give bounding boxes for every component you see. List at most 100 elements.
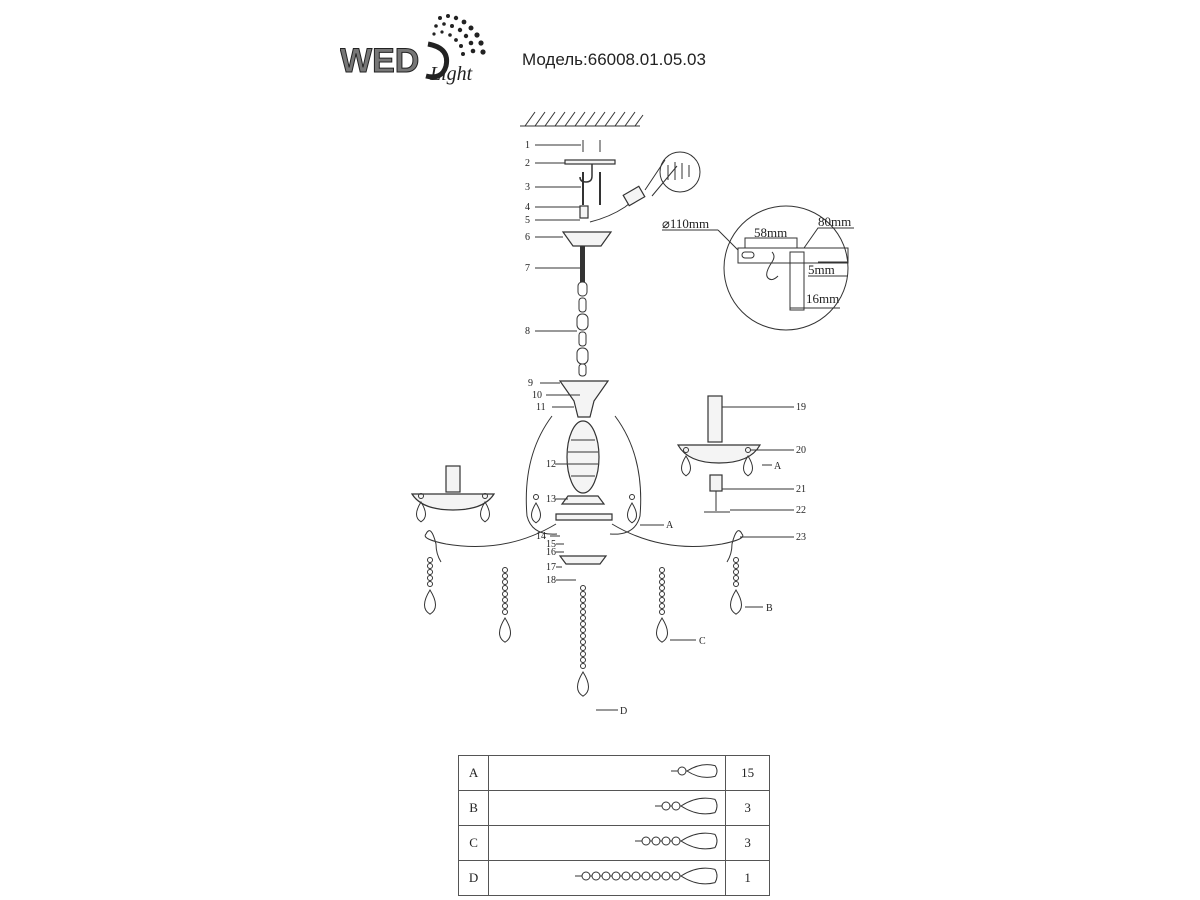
- crystal-bead: [661, 836, 671, 846]
- crystal-bead: [502, 585, 508, 591]
- canopy-and-chain: [561, 231, 613, 377]
- crystal-bead: [671, 801, 681, 811]
- crystal-strand-icon: [655, 797, 718, 815]
- crystal-bead: [733, 569, 739, 575]
- ceiling-hatch: [520, 111, 644, 127]
- crystal-illustration: [488, 790, 727, 826]
- crystal-drop: [416, 501, 426, 523]
- label-17: 17: [546, 562, 556, 573]
- crystal-bead: [580, 603, 586, 609]
- label-13: 13: [546, 494, 556, 505]
- crystal-bead: [580, 633, 586, 639]
- label-crystal-c: C: [699, 636, 706, 647]
- crystal-strand-icon: [671, 764, 718, 778]
- crystal-drop: [680, 832, 718, 850]
- crystal-code: C: [457, 825, 490, 861]
- crystal-bead: [581, 871, 591, 881]
- svg-text:WED: WED: [340, 42, 419, 80]
- crystal-bead: [661, 801, 671, 811]
- label-6: 6: [525, 232, 530, 243]
- crystal-bead: [601, 871, 611, 881]
- label-21: 21: [796, 484, 806, 495]
- crystal-bead: [659, 573, 665, 579]
- chandelier-body: [555, 380, 613, 565]
- crystal-drop: [627, 502, 637, 524]
- crystal-bead: [651, 871, 661, 881]
- crystal-bead: [580, 651, 586, 657]
- crystal-bead: [659, 585, 665, 591]
- crystal-drop: [480, 501, 490, 523]
- crystal-bead: [427, 575, 433, 581]
- crystal-quantity: 3: [725, 790, 770, 826]
- crystal-bead: [683, 447, 689, 453]
- crystal-bead: [580, 615, 586, 621]
- label-3: 3: [525, 182, 530, 193]
- crystal-bead: [418, 493, 424, 499]
- crystal-drop: [577, 671, 589, 697]
- crystal-bead: [580, 639, 586, 645]
- crystal-bead: [427, 557, 433, 563]
- part-labels: 1 2 3 4 5 6 7 8 9 10 11 12 13 14 15 16 1…: [525, 140, 806, 717]
- crystal-bead: [733, 581, 739, 587]
- crystal-bead: [580, 585, 586, 591]
- label-2: 2: [525, 158, 530, 169]
- mounting-hardware: [564, 140, 701, 223]
- crystal-bead: [427, 581, 433, 587]
- crystal-bead: [659, 591, 665, 597]
- crystal-bead: [661, 871, 671, 881]
- brand-logo: WED Light: [340, 14, 486, 85]
- crystal-drops: [416, 447, 753, 697]
- crystal-bead: [677, 766, 687, 776]
- leader-lines: [535, 144, 794, 711]
- crystal-bead: [502, 603, 508, 609]
- label-8: 8: [525, 326, 530, 337]
- crystal-drop: [531, 502, 541, 524]
- crystal-bead: [659, 579, 665, 585]
- crystal-bead: [427, 563, 433, 569]
- left-candle-cup: [410, 465, 496, 511]
- crystal-bead: [651, 836, 661, 846]
- crystal-bead: [611, 871, 621, 881]
- label-7: 7: [525, 263, 530, 274]
- depth-dimension: 16mm: [806, 291, 839, 306]
- crystal-bead: [502, 591, 508, 597]
- crystal-quantity: 3: [725, 825, 770, 861]
- crystal-drop: [499, 617, 511, 643]
- crystal-bead: [502, 567, 508, 573]
- label-crystal-b: B: [766, 603, 773, 614]
- crystal-bead: [629, 494, 635, 500]
- label-14: 14: [536, 531, 546, 542]
- crystal-bead: [733, 575, 739, 581]
- label-5: 5: [525, 215, 530, 226]
- crystal-bead: [659, 609, 665, 615]
- label-9: 9: [528, 378, 533, 389]
- crystal-bead: [502, 609, 508, 615]
- crystal-bead: [641, 836, 651, 846]
- crystal-drop: [681, 455, 691, 477]
- crystal-bead: [427, 569, 433, 575]
- crystal-strand-icon: [575, 867, 718, 885]
- svg-text:Light: Light: [429, 63, 473, 85]
- thickness-dimension: 5mm: [808, 262, 835, 277]
- width-dimension: 80mm: [818, 214, 851, 229]
- crystal-bead: [659, 597, 665, 603]
- crystal-bead: [621, 871, 631, 881]
- crystal-bead: [671, 871, 681, 881]
- crystal-bead: [580, 627, 586, 633]
- crystal-bead: [580, 591, 586, 597]
- right-candle-cup: [676, 395, 762, 513]
- chandelier-arms: [424, 415, 744, 563]
- crystal-bead: [580, 645, 586, 651]
- label-18: 18: [546, 575, 556, 586]
- crystal-illustration: [488, 755, 727, 791]
- crystal-illustration: [488, 825, 727, 861]
- crystal-drop: [680, 797, 718, 815]
- crystal-bead: [502, 597, 508, 603]
- crystal-bead: [580, 657, 586, 663]
- label-11: 11: [536, 402, 546, 413]
